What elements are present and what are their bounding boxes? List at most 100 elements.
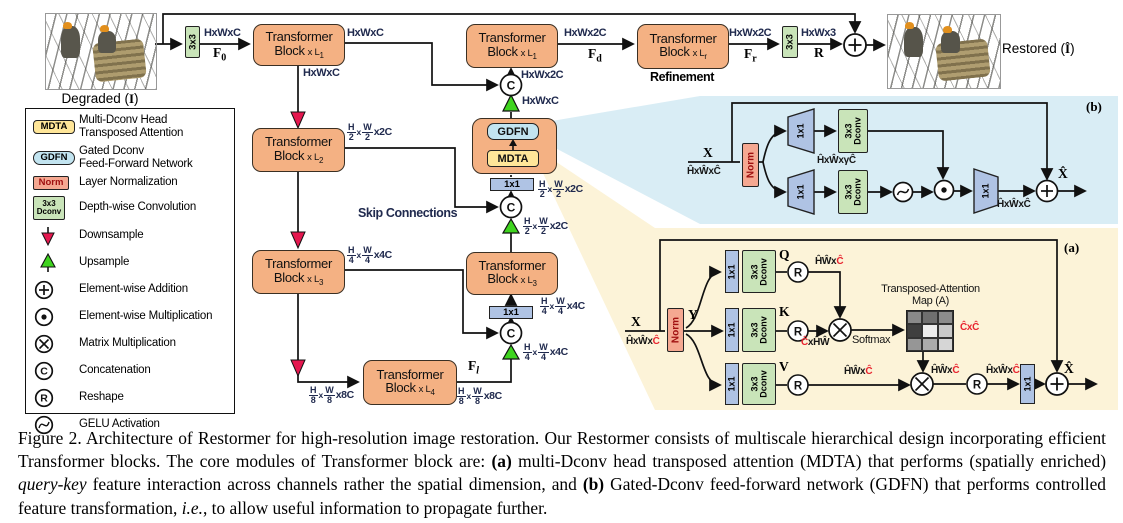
dim-label: ĤŴxĈ [844,366,873,377]
dim-label: ĤxŴxγĈ [817,155,856,166]
multiply-node-gdfn [933,179,955,201]
attention-cell [937,324,953,338]
dim-label: ĤŴxĈ [931,365,960,376]
legend-item-addition: Element-wise Addition [33,280,234,300]
svg-text:R: R [973,380,982,392]
mdta-to-gdfn-arrow [509,139,517,150]
svg-text:C: C [507,79,516,93]
svg-text:R: R [40,392,48,404]
downsample-arrow-1 [290,111,306,130]
dim-label: HxWxC [522,95,559,107]
gdfn-pointwise-convs [787,108,999,215]
upsample-arrow-3 [501,343,521,360]
upsample-arrow-2 [501,217,521,234]
attention-map-title-line1: Transposed-Attention [881,283,980,295]
gdfn-conv1x1-top-label: 1x1 [795,123,806,139]
channel-reduce-conv1x1-level3: 1x1 [489,306,533,319]
svg-text:R: R [794,268,803,280]
panel-b-background [700,96,1118,224]
upsample-arrows [501,93,521,360]
panel-b-tag: (b) [1086,99,1102,114]
feature-label-fl: Fl [468,358,480,377]
mdta-chip: MDTA [487,150,539,167]
key-label: K [779,304,790,319]
reshape-node-out: R [966,373,988,395]
gdfn-chip: GDFN [33,150,75,165]
legend-item-upsample: Upsample [33,252,234,273]
restored-output-image [887,14,1001,89]
panel-b-output-xhat: X̂ [1058,166,1068,181]
mdta-conv1x1-q: 1x1 [725,250,739,293]
dim-label: ĈxĤŴ [801,337,830,348]
downsample-arrow-2 [290,231,306,250]
legend-item-concat: C Concatenation [33,361,234,381]
legend-item-gelu: GELU Activation [33,415,234,435]
dim-label: HxWxC [303,67,340,79]
concatenation-icon: C [34,361,54,380]
restored-image-label: Restored (Î) [1002,41,1075,56]
worker-figure [903,26,923,58]
upsample-arrow-1 [502,93,520,112]
panel-a-input-x: X [631,314,641,329]
upsample-icon [40,252,56,272]
hard-hat [905,22,915,30]
reshape-node-v: R [787,374,809,396]
dim-label: ĤxŴxĈ [687,166,721,177]
matrix-multiplication-icon [34,334,54,353]
gdfn-zoom-beam [540,96,700,224]
degraded-image-label: Degraded (I) [61,91,139,106]
transposed-attention-map [906,310,954,352]
mdta-chip: MDTA [33,119,75,134]
norm-chip: Norm [33,175,69,190]
attention-cell [922,324,938,338]
dim-label: ĈxĈ [960,322,980,333]
panel-a-output-xhat: X̂ [1064,361,1074,376]
refinement-label: Refinement [649,70,715,84]
softmax-label: Softmax [852,334,891,346]
panel-a-y: Y [688,307,698,322]
legend-item-downsample: Downsample [33,226,234,246]
norm-box-gdfn: Norm [742,143,759,187]
dim-label: ĤxŴxĈ [986,365,1020,376]
reshape-node-k: R [787,320,809,342]
reshape-icon: R [34,388,54,407]
norm-box-mdta: Norm [667,308,684,352]
legend-item-multiplication: Element-wise Multiplication [33,307,234,327]
attention-cell [907,311,923,325]
downsample-icon [41,226,55,246]
gdfn-project-conv [973,168,999,214]
legend-item-matmul: Matrix Multiplication [33,334,234,354]
element-wise-multiplication-icon [34,307,54,326]
hard-hat [942,25,952,33]
output-conv3x3: 3x3 [782,26,798,58]
skip-connections-label: Skip Connections [358,206,458,220]
panel-b-input-x: X [703,145,713,160]
attention-cell [937,337,953,351]
connector-lines [155,13,1098,392]
add-node-output [843,33,867,57]
figure-caption: Figure 2. Architecture of Restormer for … [18,428,1106,518]
dim-label: HxWxC [204,27,241,39]
operators: C C C R R R R [499,33,1069,396]
hard-hat [63,21,73,29]
add-node-gdfn [1035,179,1059,203]
mdta-zoom-beam [540,151,655,410]
